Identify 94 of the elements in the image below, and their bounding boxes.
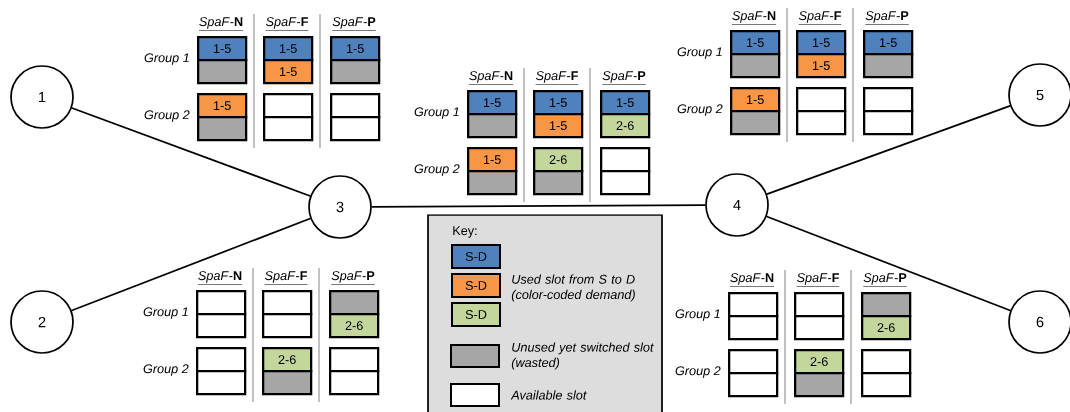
slot-box: 2-6 [329, 313, 380, 339]
slot-box: 2-6 [794, 349, 845, 375]
slot-box [196, 313, 247, 339]
group-label: Group 2 [144, 110, 190, 122]
slot-box: 1-5 [467, 147, 518, 173]
group-label: Group 1 [414, 107, 459, 119]
link-line [70, 217, 312, 312]
slot-box [861, 349, 912, 375]
column-header: SpaF-N [197, 271, 243, 285]
group-label: Group 2 [414, 164, 460, 176]
slot-box [329, 370, 380, 396]
slot-box [196, 347, 247, 373]
slot-box [728, 292, 779, 318]
group-label: Group 1 [144, 53, 189, 65]
slot-box: 2-6 [861, 315, 912, 341]
slot-box [863, 87, 914, 113]
slot-box [600, 170, 651, 196]
slot-box: 1-5 [197, 36, 248, 62]
slot-box: 1-5 [263, 59, 314, 85]
slot-box [794, 372, 845, 398]
group-label: Group 1 [143, 307, 188, 319]
slot-box: 1-5 [796, 53, 847, 79]
link-line [766, 105, 1011, 195]
group-label: Group 2 [677, 104, 723, 116]
slot-box: 1-5 [533, 113, 584, 139]
slot-box [796, 110, 847, 136]
key-heading: Key: [453, 226, 477, 238]
column-header: SpaF-P [862, 273, 908, 287]
column-header: SpaF-P [331, 17, 377, 31]
slot-box [330, 116, 381, 142]
column-header: SpaF-F [535, 71, 579, 85]
column-header: SpaF-F [796, 273, 840, 287]
slot-box [263, 116, 314, 142]
column-header: SpaF-P [330, 271, 376, 285]
slot-box: 1-5 [600, 90, 651, 116]
slot-box [467, 170, 518, 196]
slot-box [196, 370, 247, 396]
slot-box [728, 372, 779, 398]
slot-box [600, 147, 651, 173]
slot-box [863, 53, 914, 79]
group-label: Group 1 [677, 47, 722, 59]
slot-box [728, 349, 779, 375]
link-line [71, 107, 311, 197]
slot-box [262, 313, 313, 339]
slot-box [794, 292, 845, 318]
slot-box [861, 292, 912, 318]
slot-box [863, 110, 914, 136]
legend-text: Unused yet switched slot (wasted) [511, 342, 654, 370]
link-line [765, 215, 1012, 312]
slot-box [196, 290, 247, 316]
slot-box [263, 93, 314, 119]
group-label: Group 1 [675, 309, 720, 321]
slot-box: 2-6 [533, 147, 584, 173]
slot-box [533, 170, 584, 196]
column-header: SpaF-N [731, 11, 777, 25]
slot-box: 1-5 [467, 90, 518, 116]
slot-box [730, 110, 781, 136]
slot-box [330, 59, 381, 85]
slot-box: 1-5 [730, 87, 781, 113]
slot-box [262, 370, 313, 396]
column-header: SpaF-P [864, 11, 910, 25]
slot-box: 1-5 [263, 36, 314, 62]
link-line [371, 204, 706, 208]
slot-box: 1-5 [330, 36, 381, 62]
column-header: SpaF-F [798, 11, 842, 25]
legend-text: Used slot from S to D (color-coded demand) [511, 274, 635, 302]
slot-box: 2-6 [262, 347, 313, 373]
slot-box [330, 93, 381, 119]
column-header: SpaF-P [601, 71, 647, 85]
column-header: SpaF-F [264, 271, 308, 285]
slot-box: 1-5 [796, 30, 847, 56]
group-label: Group 2 [143, 364, 189, 376]
slot-box [329, 347, 380, 373]
legend-text: Available slot [510, 390, 587, 400]
slot-box [329, 290, 380, 316]
slot-box [730, 53, 781, 79]
slot-box: 1-5 [533, 90, 584, 116]
slot-box [861, 372, 912, 398]
column-header: SpaF-N [729, 273, 775, 287]
slot-box [262, 290, 313, 316]
slot-box [796, 87, 847, 113]
slot-box [467, 113, 518, 139]
slot-box: 1-5 [197, 93, 248, 119]
slot-box [197, 59, 248, 85]
group-label: Group 2 [675, 366, 721, 378]
column-header: SpaF-N [198, 17, 244, 31]
slot-box: 1-5 [730, 30, 781, 56]
slot-box [794, 315, 845, 341]
slot-box: 2-6 [600, 113, 651, 139]
slot-box: 1-5 [863, 30, 914, 56]
slot-box [197, 116, 248, 142]
column-header: SpaF-F [265, 17, 309, 31]
column-header: SpaF-N [468, 71, 514, 85]
slot-box [728, 315, 779, 341]
